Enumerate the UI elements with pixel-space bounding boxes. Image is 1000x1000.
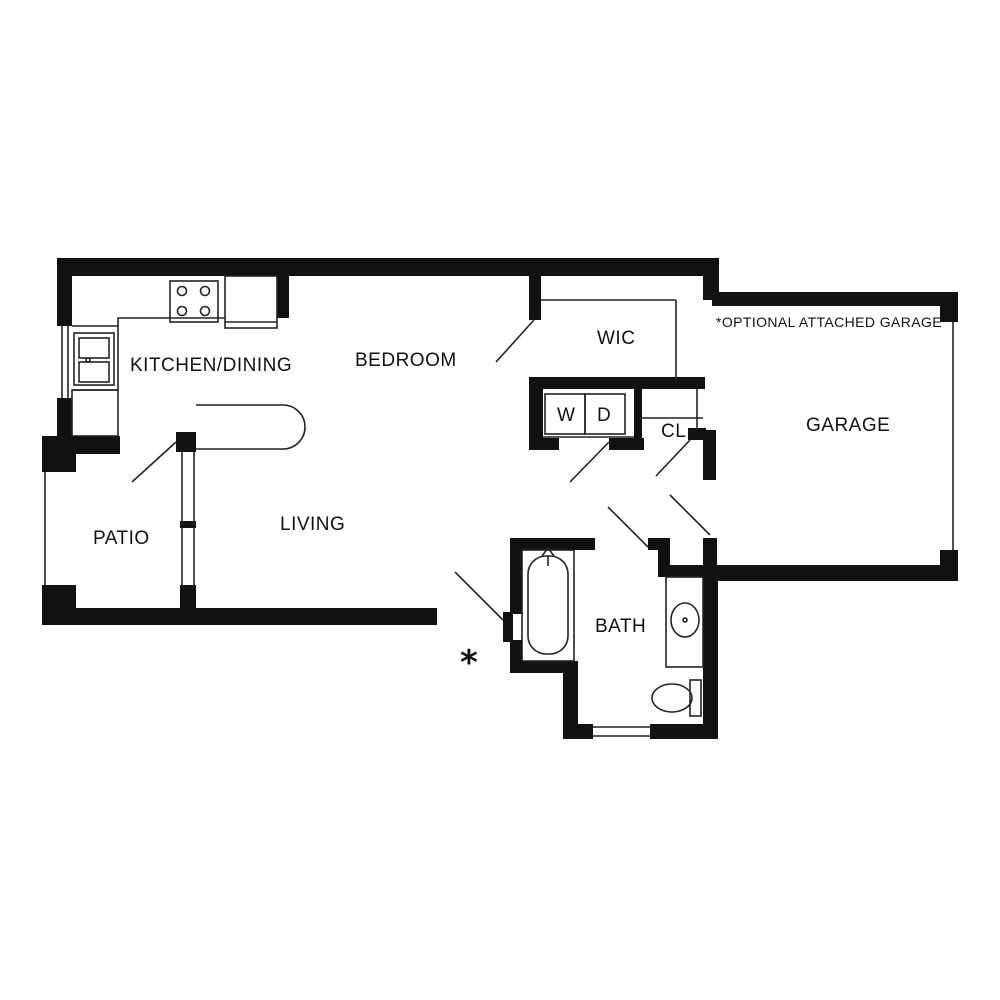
exterior-walls bbox=[42, 258, 719, 625]
patio-door[interactable] bbox=[131, 441, 177, 483]
bath-label: BATH bbox=[595, 616, 646, 637]
bath-door[interactable] bbox=[607, 506, 649, 548]
garage-walls bbox=[703, 292, 958, 581]
kitchen-fixtures bbox=[71, 275, 306, 450]
garage-label: GARAGE bbox=[806, 415, 890, 436]
garage-door[interactable] bbox=[669, 494, 711, 536]
room-labels: KITCHEN/DINING BEDROOM WIC W D CL GARAGE… bbox=[93, 314, 942, 683]
toilet-icon bbox=[651, 679, 702, 717]
entry-marker: * bbox=[460, 643, 478, 683]
doors bbox=[131, 319, 711, 621]
dryer-icon bbox=[584, 393, 626, 435]
kitchen-dining-label: KITCHEN/DINING bbox=[130, 355, 292, 376]
laundry-fixtures bbox=[543, 393, 634, 438]
stove-icon bbox=[169, 280, 219, 323]
garage-note: *OPTIONAL ATTACHED GARAGE bbox=[716, 314, 942, 330]
refrigerator-icon bbox=[224, 275, 278, 329]
sink-icon bbox=[73, 332, 115, 386]
wic-label: WIC bbox=[597, 328, 635, 349]
peninsula-counter bbox=[196, 404, 306, 450]
patio-label: PATIO bbox=[93, 528, 150, 549]
closet-label: CL bbox=[661, 421, 686, 442]
laundry-door[interactable] bbox=[569, 441, 610, 483]
living-label: LIVING bbox=[280, 514, 345, 535]
bathroom-sink-icon bbox=[665, 576, 704, 668]
entry-door[interactable] bbox=[454, 571, 504, 621]
bathtub-icon bbox=[521, 546, 575, 662]
dishwasher-icon bbox=[71, 389, 119, 437]
bath-fixtures bbox=[521, 546, 704, 717]
closet-door[interactable] bbox=[655, 439, 691, 477]
windows bbox=[44, 299, 703, 737]
washer-label: W bbox=[557, 405, 575, 426]
bedroom-wic-door[interactable] bbox=[495, 319, 535, 363]
bedroom-label: BEDROOM bbox=[355, 350, 457, 371]
dryer-label: D bbox=[597, 405, 611, 426]
